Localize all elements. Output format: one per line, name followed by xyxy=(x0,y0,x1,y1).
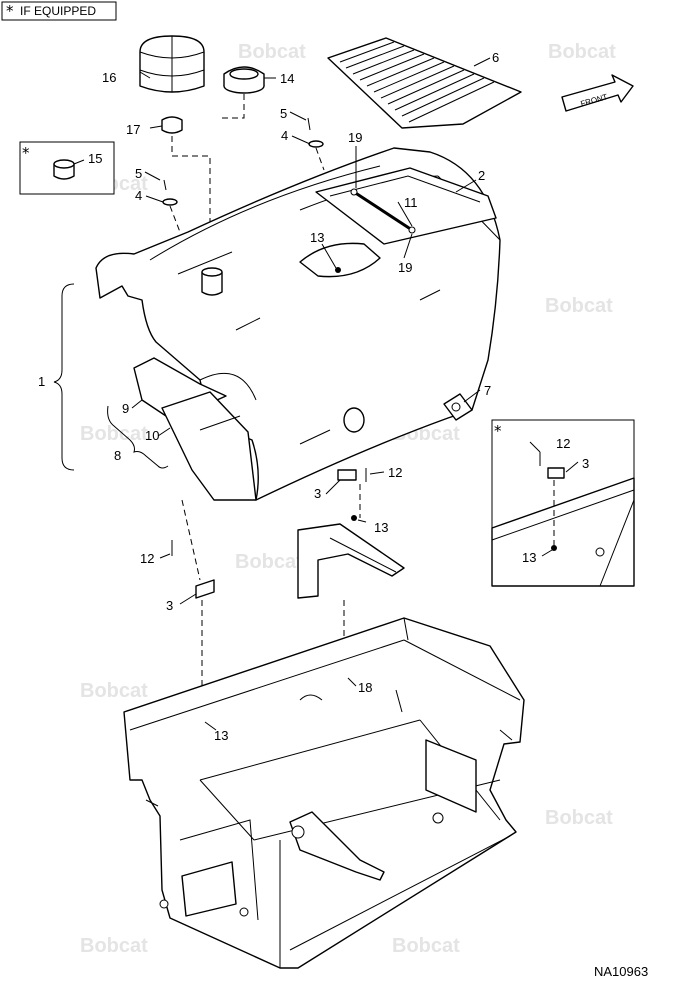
callout: 8 xyxy=(114,448,121,463)
watermark: Bobcat xyxy=(238,41,306,63)
part-1-body-panel xyxy=(95,147,501,501)
callout: 14 xyxy=(280,71,294,86)
callout: 18 xyxy=(358,680,372,695)
part-9-10-side-panels xyxy=(133,357,257,501)
legend-text: IF EQUIPPED xyxy=(20,4,96,18)
leader-lines xyxy=(73,57,579,731)
fastener-4-5-right xyxy=(307,117,325,171)
callout: 13 xyxy=(522,550,536,565)
watermark: Bobcat xyxy=(80,423,148,445)
watermark: Bobcat xyxy=(545,807,613,829)
inset-right: * xyxy=(491,419,635,587)
fastener-4-5-left xyxy=(162,179,181,233)
watermark: Bobcat xyxy=(545,295,613,317)
callout: 12 xyxy=(556,436,570,451)
legend-star: * xyxy=(6,2,14,20)
callout: 9 xyxy=(122,401,129,416)
callout: 3 xyxy=(314,486,321,501)
callout: 13 xyxy=(374,520,388,535)
callout: 1 xyxy=(38,374,45,389)
watermark: Bobcat xyxy=(80,935,148,957)
callouts: 16 14 17 15 5 4 5 4 6 19 2 11 13 19 7 1 … xyxy=(38,50,589,743)
callout: 3 xyxy=(166,598,173,613)
callout: 15 xyxy=(88,151,102,166)
legend-box: * IF EQUIPPED xyxy=(1,1,117,21)
inset-right-star: * xyxy=(494,422,502,440)
callout: 19 xyxy=(398,260,412,275)
drawing-number: NA10963 xyxy=(594,964,648,979)
watermark: Bobcat xyxy=(235,551,303,573)
bracket-3-center xyxy=(337,468,367,521)
callout: 3 xyxy=(582,456,589,471)
callout: 16 xyxy=(102,70,116,85)
inset-15-star: * xyxy=(22,144,30,162)
callout: 6 xyxy=(492,50,499,65)
callout: 12 xyxy=(140,551,154,566)
callout: 11 xyxy=(404,195,418,210)
callout: 4 xyxy=(281,128,288,143)
callout: 10 xyxy=(145,428,159,443)
brace-8 xyxy=(107,405,169,469)
callout: 17 xyxy=(126,122,140,137)
callout: 19 xyxy=(348,130,362,145)
callout: 13 xyxy=(310,230,324,245)
callout: 12 xyxy=(388,465,402,480)
callout: 13 xyxy=(214,728,228,743)
callout: 2 xyxy=(478,168,485,183)
callout: 5 xyxy=(280,106,287,121)
part-16-cap xyxy=(139,35,205,93)
frame xyxy=(123,617,525,969)
inset-15: * xyxy=(19,141,115,195)
watermark: Bobcat xyxy=(80,680,148,702)
brace-1 xyxy=(53,283,75,471)
part-14-grommet xyxy=(223,66,265,94)
part-7-latch xyxy=(443,393,473,421)
part-17-ring xyxy=(161,116,183,134)
front-arrow: FRONT xyxy=(561,74,634,112)
seat-support-bracket xyxy=(297,523,405,599)
callout: 5 xyxy=(135,166,142,181)
callout: 7 xyxy=(484,383,491,398)
watermark: Bobcat xyxy=(548,41,616,63)
callout: 4 xyxy=(135,188,142,203)
watermark: Bobcat xyxy=(392,935,460,957)
part-6-grille xyxy=(327,37,522,129)
